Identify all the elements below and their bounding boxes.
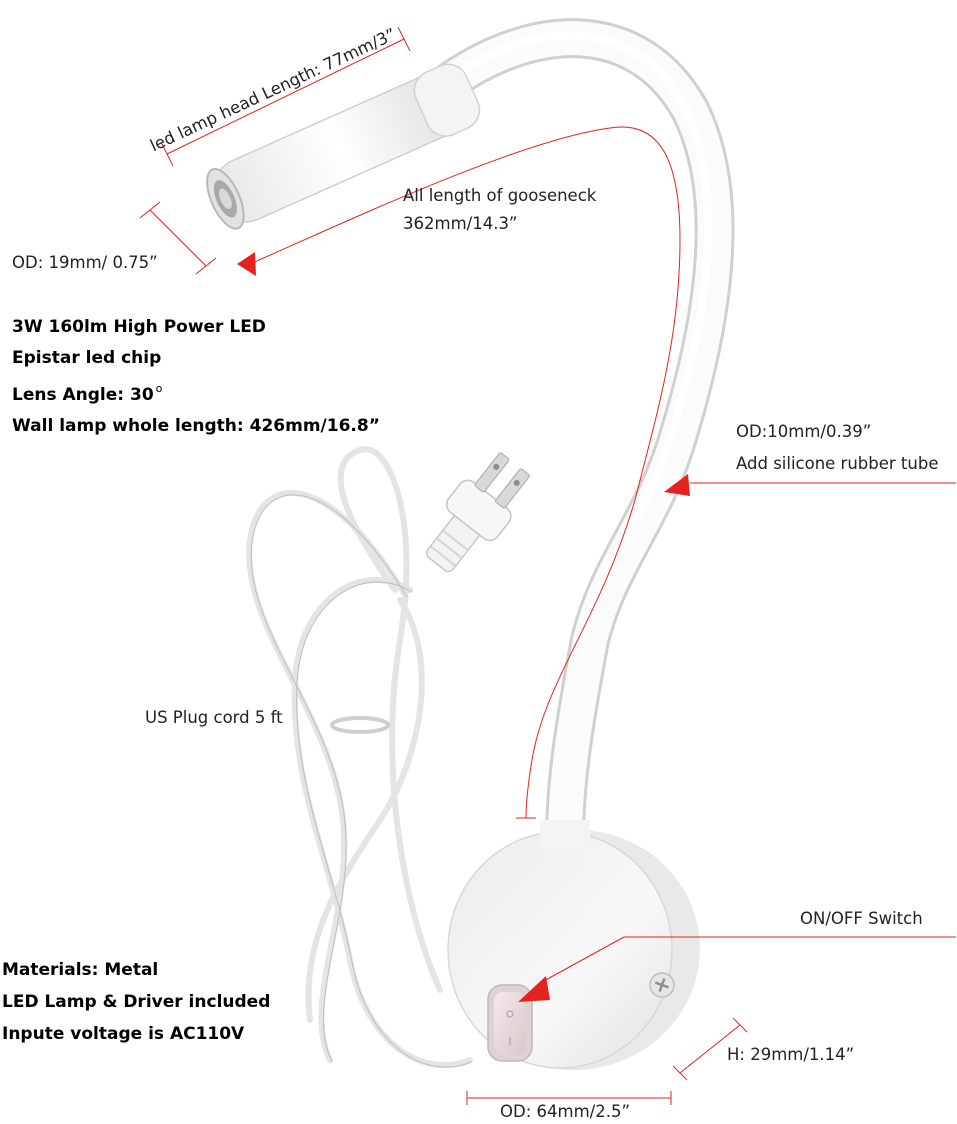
head-length-dim-line — [166, 38, 405, 155]
spec-top-4: Wall lamp whole length: 426mm/16.8” — [12, 416, 380, 436]
degree-symbol: o — [155, 382, 163, 395]
spec-bottom-1: Materials: Metal — [2, 960, 159, 980]
tube-note-label: Add silicone rubber tube — [736, 454, 939, 473]
spec-top-2: Epistar led chip — [12, 348, 162, 368]
on-off-rocker-switch[interactable] — [487, 984, 533, 1062]
gooseneck — [432, 18, 735, 860]
height-dim-line — [679, 1024, 741, 1074]
cord-tie — [330, 716, 390, 734]
gooseneck-length-label-2: 362mm/14.3” — [403, 214, 518, 233]
gooseneck-arrow — [237, 252, 256, 276]
switch-arrow — [518, 976, 550, 1002]
spec-bottom-2: LED Lamp & Driver included — [2, 992, 271, 1012]
head-od-dim-line — [149, 209, 207, 267]
height-label: H: 29mm/1.14” — [727, 1045, 855, 1064]
wall-base — [447, 820, 700, 1071]
spec-top-3-text: Lens Angle: 30 — [12, 385, 154, 405]
gooseneck-length-label-1: All length of gooseneck — [403, 186, 597, 205]
power-cord — [246, 446, 473, 1068]
spec-top-1: 3W 160lm High Power LED — [12, 317, 266, 337]
cord-label: US Plug cord 5 ft — [145, 708, 283, 727]
annotation-arrowheads — [237, 252, 690, 1002]
tube-od-arrow — [664, 474, 690, 496]
base-od-label: OD: 64mm/2.5” — [500, 1102, 630, 1121]
lamp-head — [206, 63, 481, 230]
tube-od-label: OD:10mm/0.39” — [736, 422, 872, 441]
us-plug — [425, 452, 530, 573]
switch-pointer-line — [541, 936, 625, 983]
switch-label: ON/OFF Switch — [800, 909, 923, 928]
plug-prong-left — [474, 452, 510, 493]
annotations — [139, 26, 956, 1105]
mount-screw-icon — [649, 972, 675, 998]
gooseneck-length-line — [249, 126, 681, 819]
spec-bottom-3: Inpute voltage is AC110V — [2, 1024, 245, 1044]
plug-prong-right — [495, 468, 530, 509]
head-od-label: OD: 19mm/ 0.75” — [12, 253, 158, 272]
